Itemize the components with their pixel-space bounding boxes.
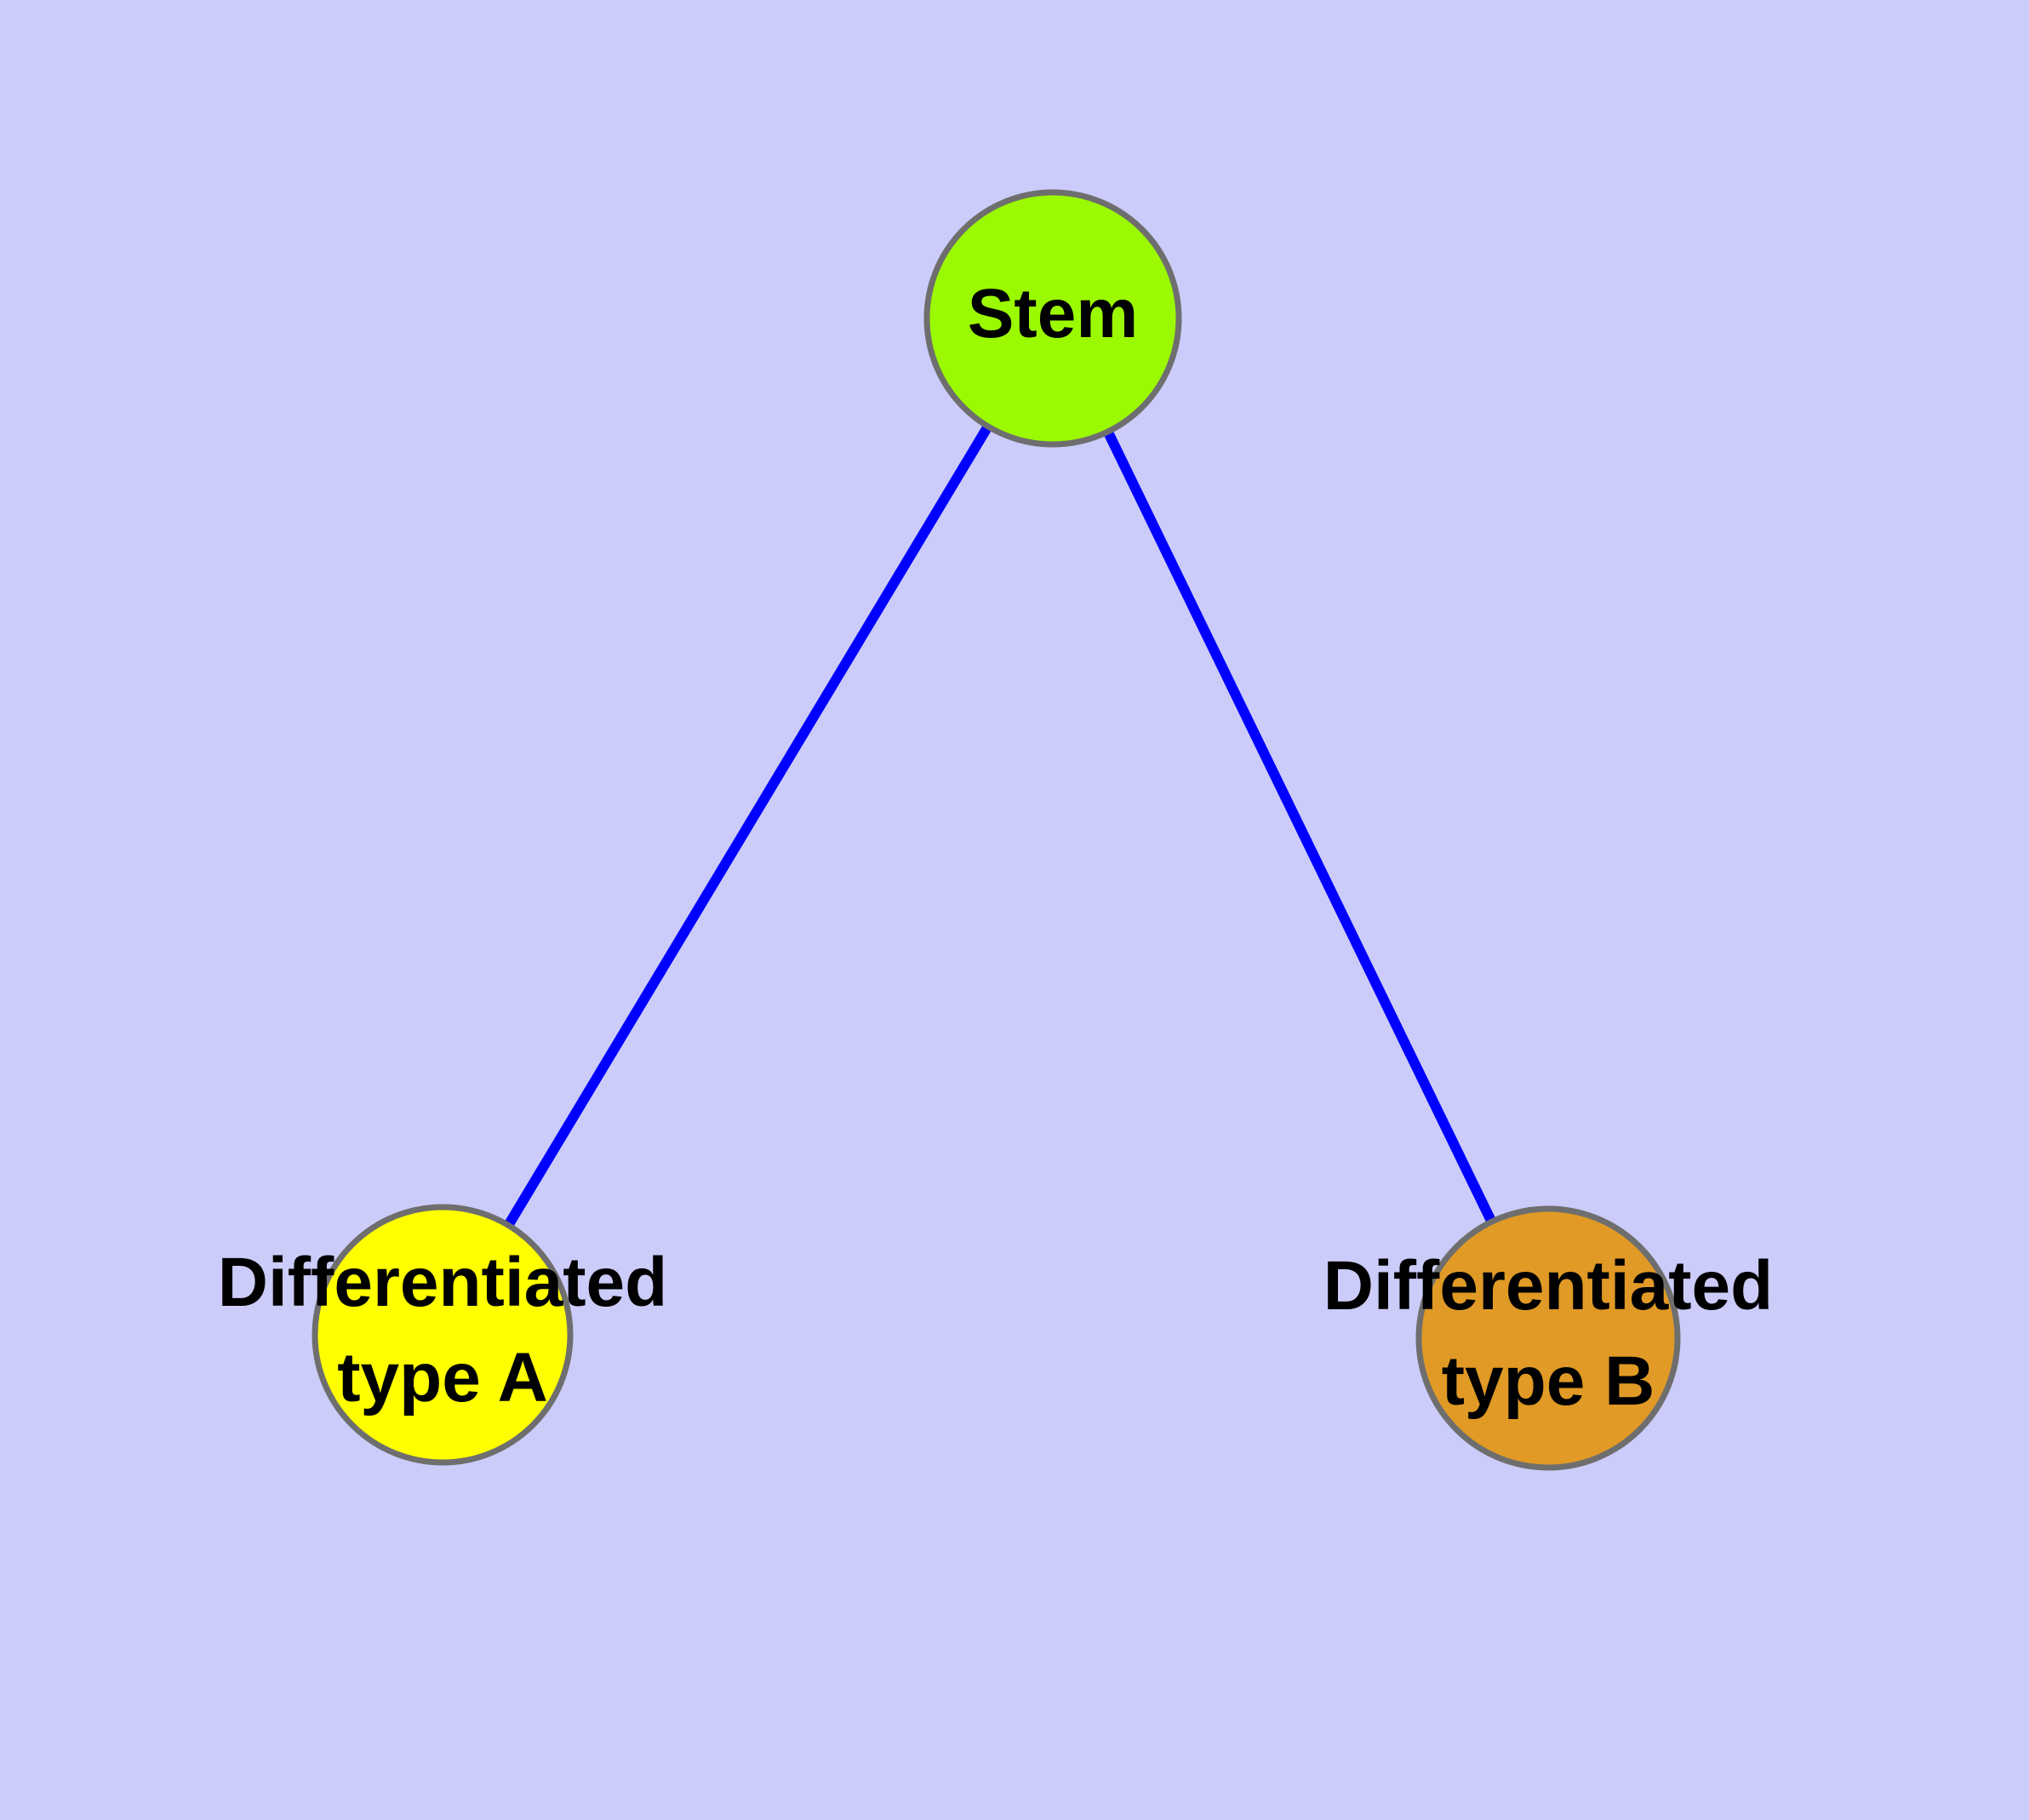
node-label-line: type B — [1442, 1342, 1655, 1420]
edge-stem-to-differentiated-type-a[interactable] — [437, 315, 1058, 1338]
edge-stem-to-differentiated-type-b[interactable] — [1048, 316, 1553, 1341]
edge-layer — [437, 315, 1553, 1341]
node-stem-label: Stem — [968, 275, 1139, 352]
node-differentiated-type-a[interactable]: Differentiated type A — [218, 1204, 668, 1466]
node-differentiated-type-a-circle[interactable] — [311, 1204, 574, 1466]
node-label-line: Differentiated — [1323, 1247, 1774, 1325]
node-label-line: Differentiated — [218, 1244, 668, 1321]
node-stem-circle[interactable] — [923, 189, 1182, 448]
node-layer: Stem Differentiated type A Differentiated… — [218, 189, 1774, 1471]
node-stem[interactable]: Stem — [923, 189, 1182, 448]
node-differentiated-type-b-circle[interactable] — [1415, 1205, 1681, 1471]
node-label-line: type A — [337, 1339, 548, 1417]
node-differentiated-type-a-label: Differentiated type A — [218, 1244, 668, 1417]
node-label-line: Stem — [968, 275, 1139, 352]
node-differentiated-type-b-label: Differentiated type B — [1323, 1247, 1774, 1420]
node-differentiated-type-b[interactable]: Differentiated type B — [1323, 1205, 1774, 1471]
